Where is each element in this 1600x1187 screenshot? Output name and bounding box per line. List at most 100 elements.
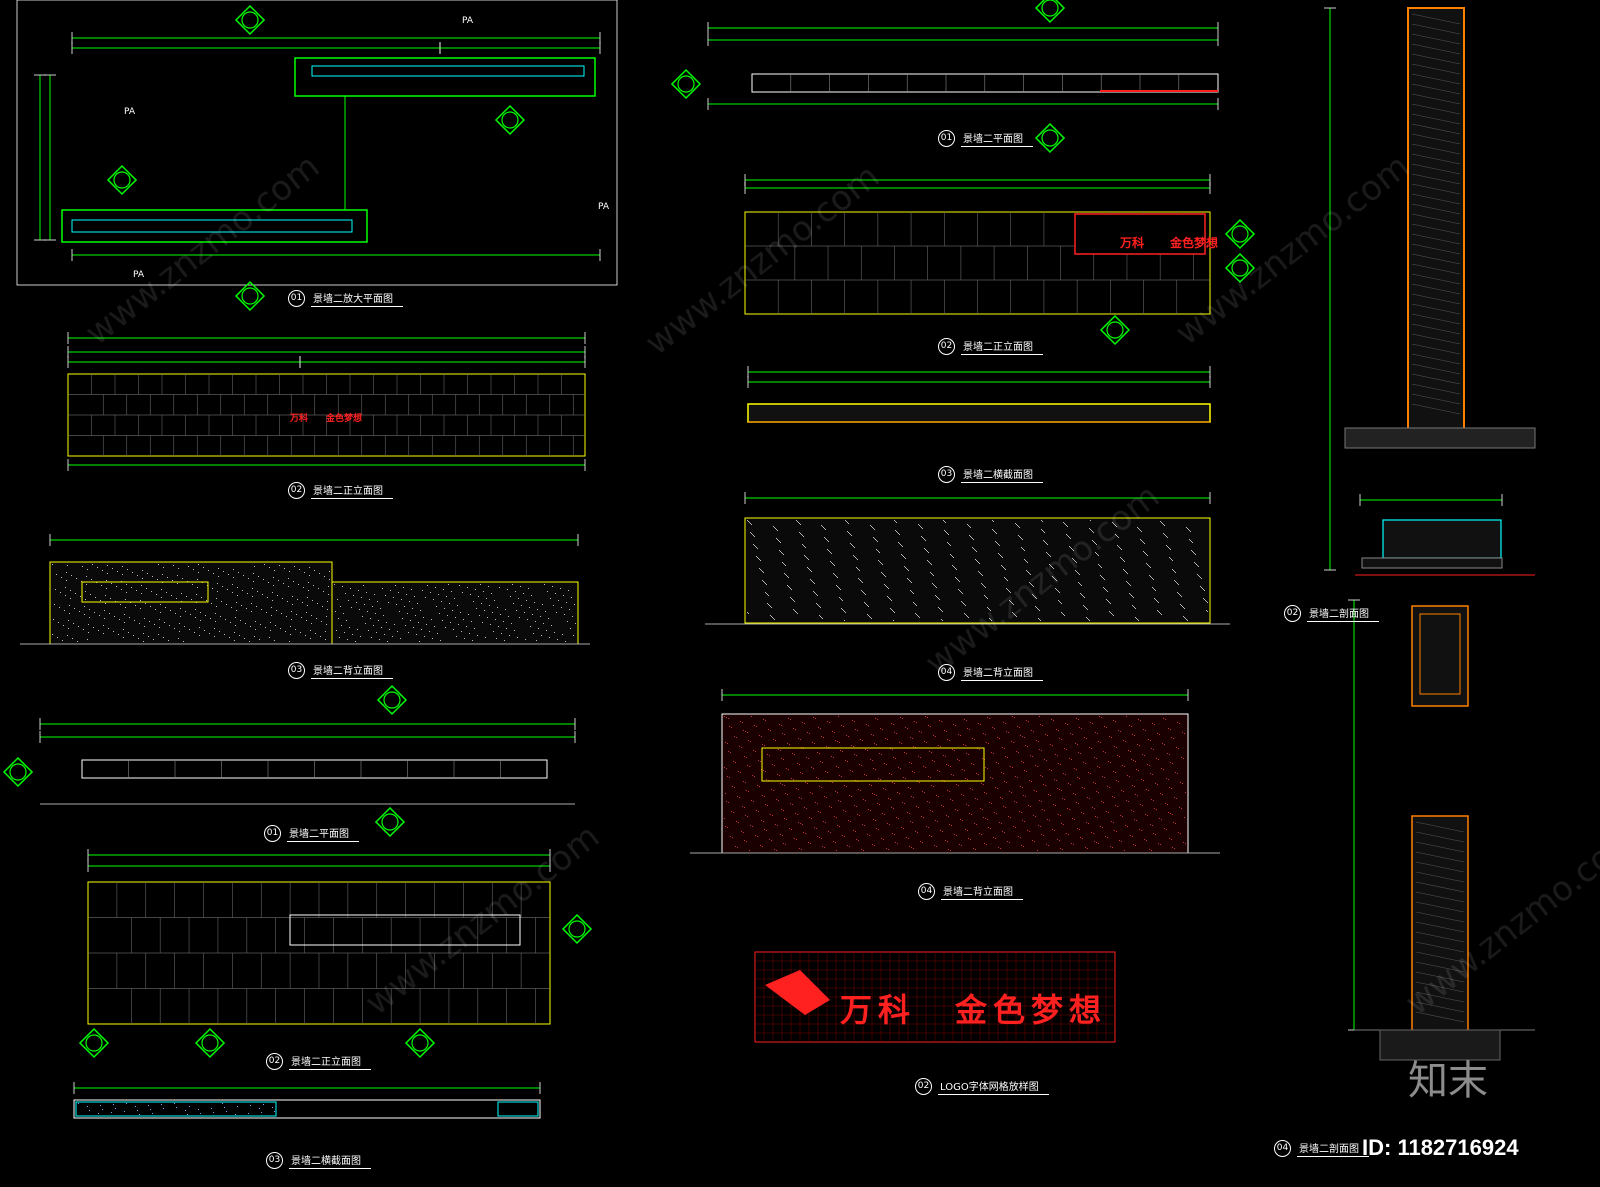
concrete-hatch (1415, 831, 1465, 843)
concrete-hatch (1411, 173, 1461, 185)
concrete-hatch (1411, 103, 1461, 115)
section-marker (1034, 122, 1066, 154)
section-marker-circle (85, 1034, 103, 1052)
section-marker (78, 1027, 110, 1059)
concrete-hatch (1411, 263, 1461, 275)
section-marker-circle (201, 1034, 219, 1052)
recess-panel (761, 747, 985, 782)
pa-label: PA (133, 270, 145, 280)
concrete-hatch (1415, 911, 1465, 923)
soil-layer (1344, 427, 1536, 449)
stone-hatch (724, 716, 1186, 851)
stone-hatch (52, 564, 330, 642)
concrete-hatch (1415, 1011, 1465, 1023)
section-marker-circle (383, 691, 401, 709)
wall-back-panel (49, 561, 333, 645)
concrete-hatch (1411, 353, 1461, 365)
section-marker (374, 806, 406, 838)
concrete-hatch (1411, 73, 1461, 85)
concrete-hatch (1411, 13, 1461, 25)
concrete-hatch (1411, 93, 1461, 105)
section-marker-circle (1041, 0, 1059, 17)
concrete-hatch (1411, 363, 1461, 375)
brand-logo-mark: 知末 (1408, 1058, 1488, 1104)
concrete-hatch (1415, 931, 1465, 943)
concrete-hatch (1411, 393, 1461, 405)
section-marker-circle (677, 75, 695, 93)
concrete-hatch (1415, 901, 1465, 913)
section-marker (1224, 252, 1256, 284)
section-marker (234, 280, 266, 312)
section-marker-circle (113, 171, 131, 189)
concrete-hatch (1411, 243, 1461, 255)
section-marker (404, 1027, 436, 1059)
section-marker-circle (1231, 259, 1249, 277)
section-marker-circle (9, 763, 27, 781)
section-marker-circle (1231, 225, 1249, 243)
concrete-hatch (1411, 253, 1461, 265)
image-id-tag: ID: 1182716924 (1362, 1135, 1519, 1160)
planter-outline (294, 57, 596, 97)
recess-panel (81, 581, 209, 603)
section-marker (194, 1027, 226, 1059)
concrete-hatch (1415, 981, 1465, 993)
section-marker-circle (411, 1034, 429, 1052)
concrete-hatch (1415, 841, 1465, 853)
concrete-hatch (1411, 153, 1461, 165)
concrete-hatch (1411, 333, 1461, 345)
pa-label: PA (462, 16, 474, 26)
concrete-hatch (1411, 273, 1461, 285)
section-marker-circle (1106, 321, 1124, 339)
section-marker (561, 913, 593, 945)
pa-label: PA (598, 202, 610, 212)
wall-plan-strip (311, 65, 585, 77)
section-marker (1099, 314, 1131, 346)
concrete-hatch (1411, 323, 1461, 335)
concrete-hatch (1411, 53, 1461, 65)
concrete-hatch (1411, 133, 1461, 145)
concrete-hatch (1415, 921, 1465, 933)
section-marker (106, 164, 138, 196)
section-marker-circle (381, 813, 399, 831)
sheet-frame (16, 0, 618, 286)
concrete-hatch (1411, 83, 1461, 95)
recess-panel (289, 914, 521, 946)
wall-back-panel (721, 713, 1189, 854)
stone-cap (75, 1101, 277, 1117)
section-marker (234, 4, 266, 36)
concrete-hatch (1411, 113, 1461, 125)
section-marker (1224, 218, 1256, 250)
section-marker (2, 756, 34, 788)
wall-logo-slogan: 金色梦想 (326, 414, 363, 424)
foundation (1379, 1029, 1501, 1061)
concrete-hatch (1411, 383, 1461, 395)
wall-logo-brand: 万科 (290, 414, 309, 424)
concrete-hatch (1411, 303, 1461, 315)
concrete-hatch (1415, 881, 1465, 893)
concrete-hatch (1411, 213, 1461, 225)
section-marker (1034, 0, 1066, 24)
wall-logo-brand: 万科 (1120, 236, 1145, 250)
wall-logo-slogan: 金色梦想 (1170, 236, 1219, 250)
concrete-hatch (1411, 143, 1461, 155)
pa-label: PA (124, 107, 136, 117)
wall-plan-strip (71, 219, 353, 233)
wall-section-outline (747, 403, 1211, 423)
section-marker-circle (1041, 129, 1059, 147)
footing (1382, 519, 1502, 559)
section-marker (376, 684, 408, 716)
logo-bird-mark (765, 970, 830, 1015)
concrete-hatch (1411, 43, 1461, 55)
concrete-hatch (1411, 313, 1461, 325)
